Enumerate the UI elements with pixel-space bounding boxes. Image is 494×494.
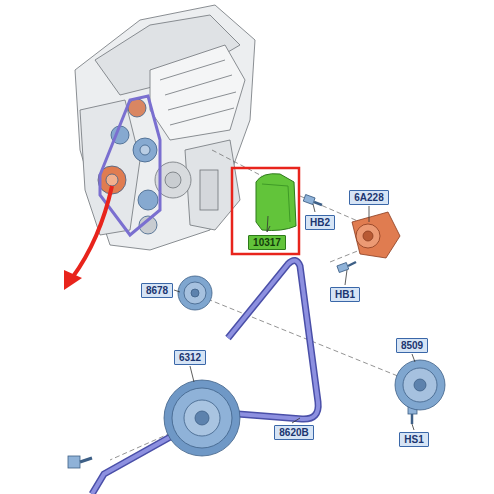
bolts [68, 195, 417, 468]
pointer-arrow [72, 186, 112, 278]
callout-text: 8620B [279, 427, 308, 438]
arrow-head [64, 270, 82, 290]
callout-number: 6312 [174, 350, 206, 365]
callout-number: HB2 [305, 215, 335, 230]
water-pump-pulley [395, 360, 445, 410]
callout-text: 8509 [401, 340, 423, 351]
callout-number: 10317 [248, 235, 286, 250]
callout-text: HS1 [404, 434, 423, 445]
tensioner [352, 212, 400, 258]
callout-number: 8509 [396, 338, 428, 353]
cover-part [256, 174, 296, 231]
engine-illustration [75, 5, 255, 250]
callout-text: 10317 [253, 237, 281, 248]
callout-text: HB2 [310, 217, 330, 228]
leader-lines [174, 204, 415, 430]
callout-text: 8678 [146, 285, 168, 296]
callout-number: 8678 [141, 283, 173, 298]
idler-pulley [178, 276, 212, 310]
callout-number: 6A228 [349, 190, 388, 205]
engine-pulleys [98, 96, 160, 235]
crankshaft-pulley [164, 380, 240, 456]
callout-number: HB1 [330, 287, 360, 302]
callout-text: 6312 [179, 352, 201, 363]
highlight-frame [232, 168, 299, 254]
callout-number: HS1 [399, 432, 428, 447]
callout-number: 8620B [274, 425, 313, 440]
callout-text: HB1 [335, 289, 355, 300]
callout-text: 6A228 [354, 192, 383, 203]
drive-belt [92, 260, 318, 494]
assembly-lines [110, 150, 420, 460]
